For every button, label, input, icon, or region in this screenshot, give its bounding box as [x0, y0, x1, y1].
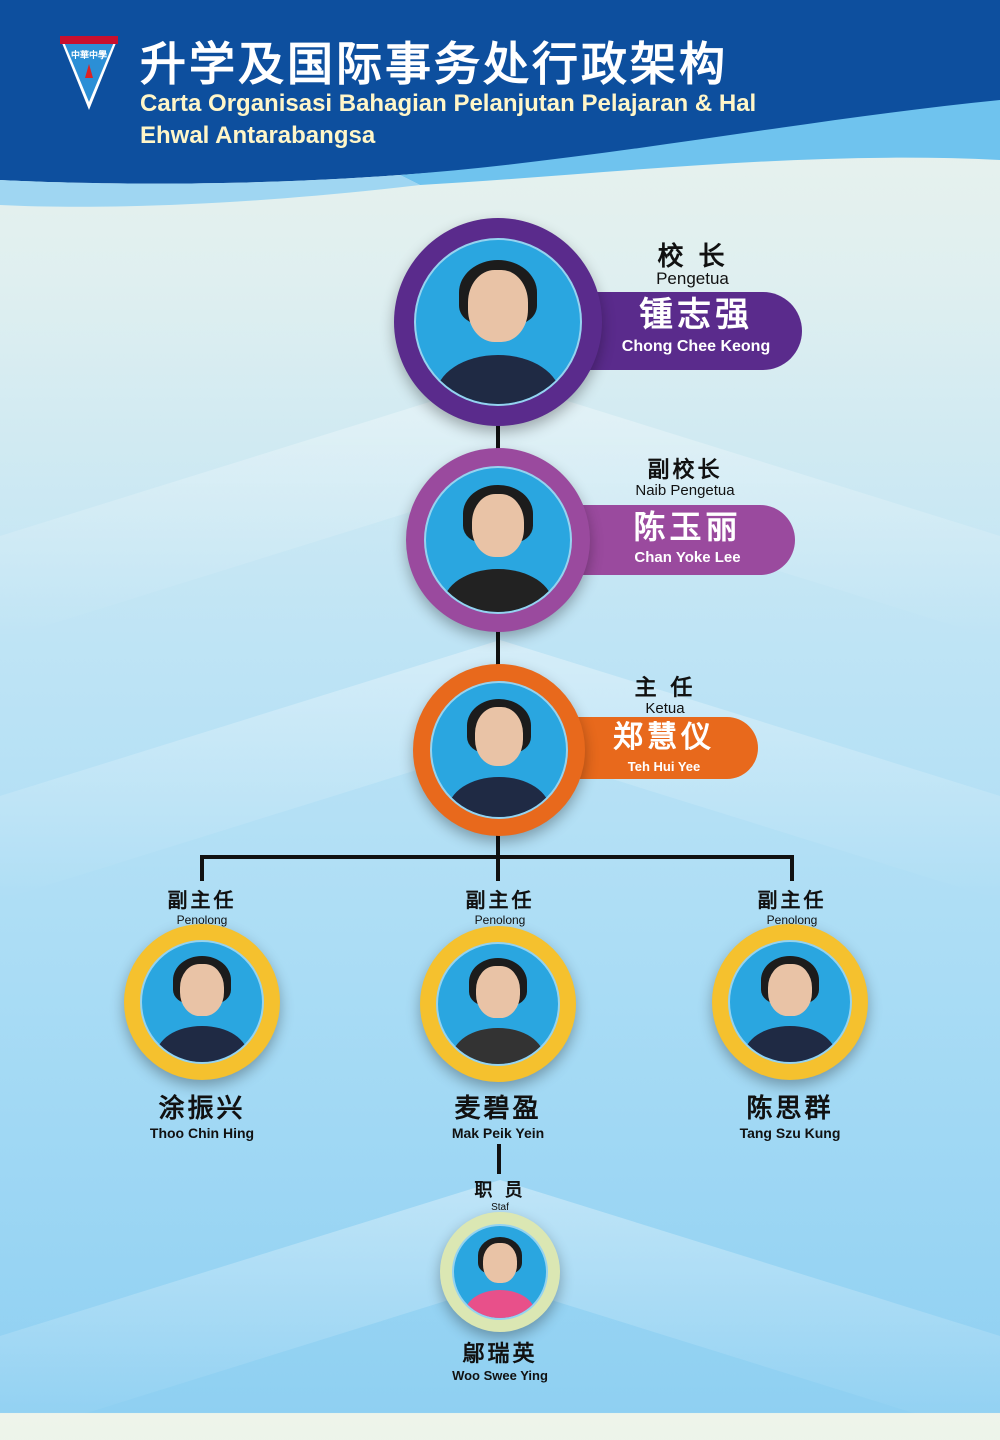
deputy-name-zh: 陈玉丽 [633, 508, 742, 546]
name-zh: 鄔瑞英 [462, 1341, 538, 1367]
assistant-role: 副主任 Penolong [122, 884, 282, 927]
deputy-name-en: Chan Yoke Lee [634, 549, 741, 566]
name-zh: 麦碧盈 [454, 1094, 542, 1124]
connector-line [200, 855, 204, 881]
role-zh: 职 员 [474, 1180, 526, 1201]
svg-text:中華中學: 中華中學 [71, 49, 107, 60]
role-ms: Penolong [474, 913, 526, 927]
role-ms: Pengetua [656, 269, 729, 288]
principal-role: 校 长 Pengetua [600, 236, 785, 289]
role-zh: 副主任 [465, 888, 535, 912]
role-ms: Penolong [176, 913, 228, 927]
assistant-photo [140, 940, 264, 1064]
name-zh: 涂振兴 [158, 1094, 246, 1124]
name-en: Thoo Chin Hing [149, 1125, 255, 1141]
assistant-role: 副主任 Penolong [712, 884, 872, 927]
role-ms: Penolong [766, 913, 818, 927]
header-banner [0, 0, 1000, 207]
principal-photo [414, 238, 582, 406]
role-ms: Ketua [645, 700, 685, 717]
assistant-photo [728, 940, 852, 1064]
assistant-name: 陈思群 Tang Szu Kung [690, 1088, 890, 1141]
staff-photo [452, 1224, 548, 1320]
principal-name-en: Chong Chee Keong [621, 338, 771, 355]
page-title: 升学及国际事务处行政架构 [140, 37, 728, 91]
connector-line [497, 1144, 501, 1174]
connector-line [496, 855, 500, 881]
role-ms: Naib Pengetua [635, 482, 735, 499]
head-photo [430, 681, 568, 819]
assistant-photo [436, 942, 560, 1066]
assistant-role: 副主任 Penolong [420, 884, 580, 927]
head-name-en: Teh Hui Yee [627, 759, 701, 774]
role-zh: 校 长 [657, 242, 728, 272]
head-name-banner: 郑慧仪 Teh Hui Yee [570, 717, 758, 779]
head-role: 主 任 Ketua [600, 670, 730, 717]
page-subtitle: Carta Organisasi Bahagian Pelanjutan Pel… [140, 90, 757, 149]
name-en: Tang Szu Kung [739, 1125, 841, 1141]
role-ms: Staf [491, 1202, 509, 1213]
deputy-name-banner: 陈玉丽 Chan Yoke Lee [560, 505, 795, 575]
deputy-role: 副校长 Naib Pengetua [600, 452, 770, 499]
connector-line [496, 420, 500, 860]
head-name-zh: 郑慧仪 [613, 720, 715, 755]
principal-name-zh: 锺志强 [639, 295, 753, 335]
role-zh: 副校长 [647, 457, 723, 483]
role-zh: 主 任 [634, 675, 696, 701]
school-logo: 中華中學 [60, 36, 118, 110]
deputy-photo [424, 466, 572, 614]
name-en: Woo Swee Ying [452, 1368, 548, 1383]
role-zh: 副主任 [167, 888, 237, 912]
connector-line [790, 855, 794, 881]
assistant-name: 麦碧盈 Mak Peik Yein [398, 1088, 598, 1141]
role-zh: 副主任 [757, 888, 827, 912]
assistant-name: 涂振兴 Thoo Chin Hing [102, 1088, 302, 1141]
staff-role: 职 员 Staf [440, 1176, 560, 1213]
staff-name: 鄔瑞英 Woo Swee Ying [400, 1336, 600, 1383]
name-en: Mak Peik Yein [451, 1125, 545, 1141]
name-zh: 陈思群 [746, 1094, 834, 1124]
